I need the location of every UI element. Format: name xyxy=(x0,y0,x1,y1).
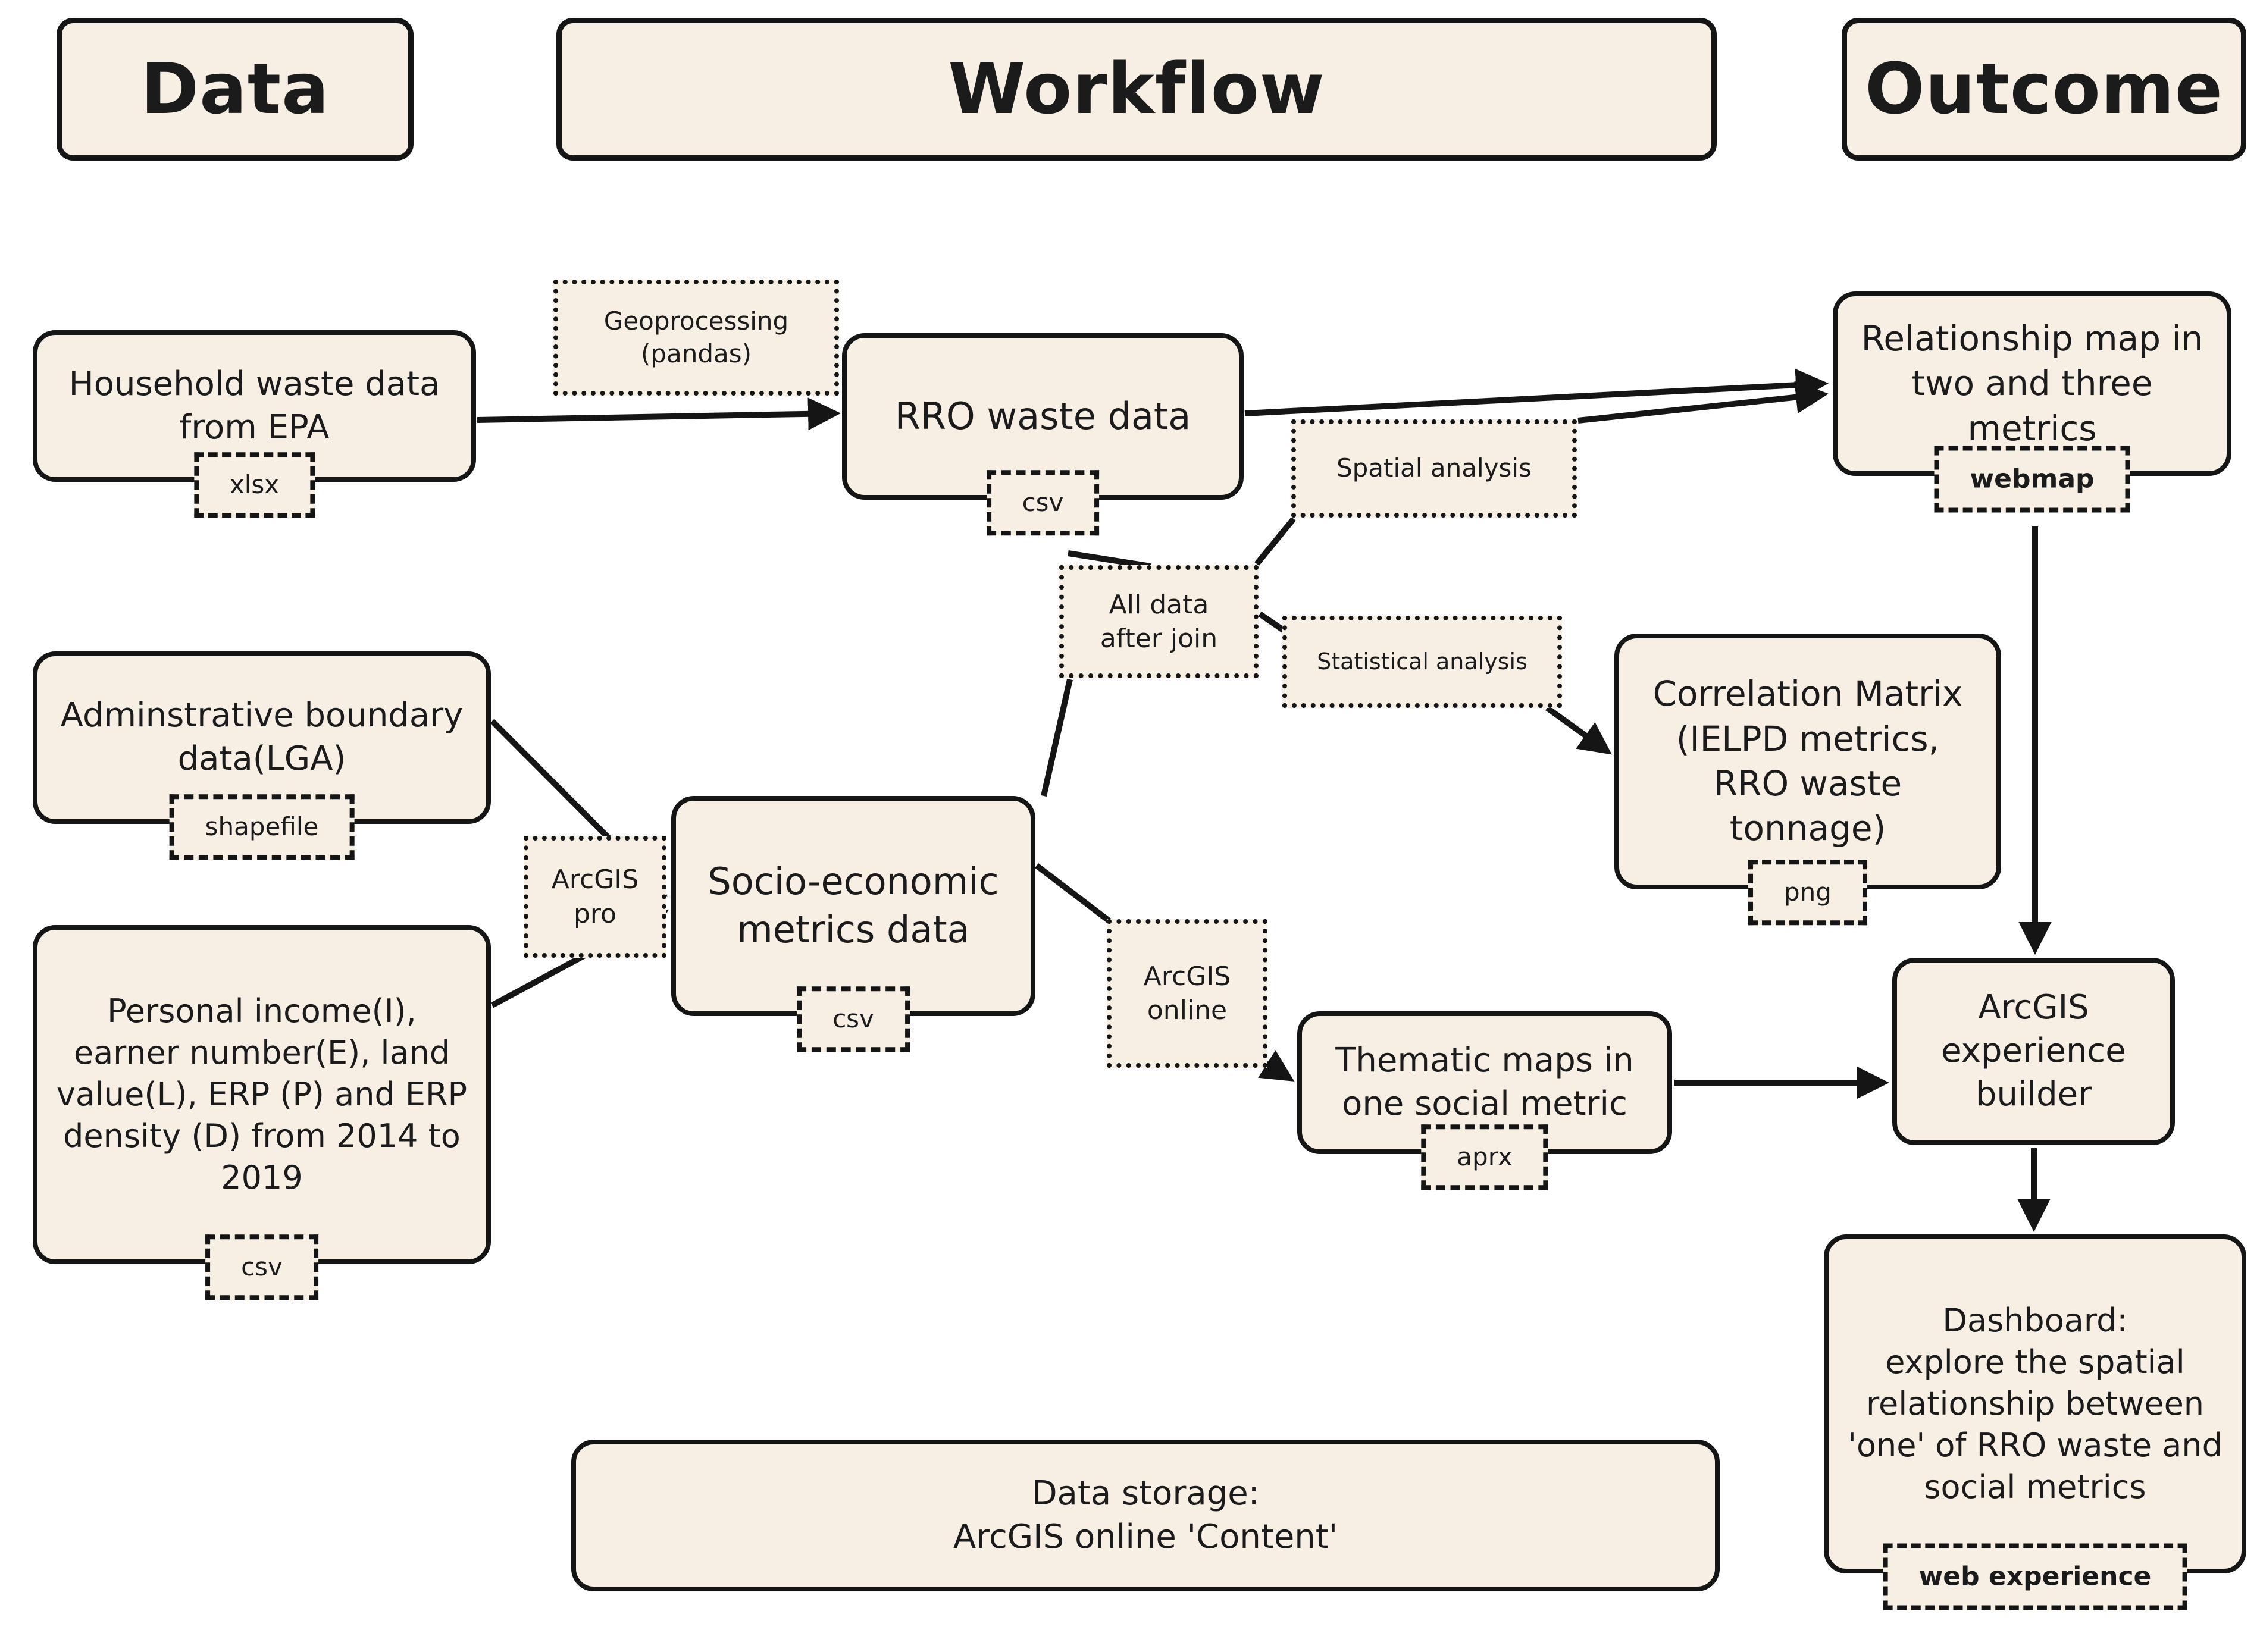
edge-all-data-to-socio-economic xyxy=(1041,678,1073,797)
node-relationship-map-label: Relationship map in two and three metric… xyxy=(1861,318,2203,449)
node-arcgis-experience-builder: ArcGIS experience builder xyxy=(1892,958,2175,1145)
process-all-data-after-join-label: All data after join xyxy=(1100,589,1218,654)
edge-household-to-rro xyxy=(477,397,841,431)
node-thematic-maps-label: Thematic maps in one social metric xyxy=(1335,1041,1634,1123)
process-arcgis-pro-label: ArcGIS pro xyxy=(551,864,639,929)
edge-statistical-analysis-to-correlation-matrix xyxy=(1545,705,1612,755)
node-dashboard: Dashboard: explore the spatial relations… xyxy=(1824,1234,2246,1610)
column-header-outcome: Outcome xyxy=(1842,18,2246,161)
file-tag-shapefile: shapefile xyxy=(169,794,355,860)
process-arcgis-pro: ArcGIS pro xyxy=(524,836,666,958)
node-socio-economic-metrics-data: Socio-economic metrics data csv xyxy=(671,796,1035,1052)
process-spatial-analysis: Spatial analysis xyxy=(1291,419,1577,518)
node-administrative-boundary-data-label: Adminstrative boundary data(LGA) xyxy=(60,696,464,778)
edge-rro-to-relationship-map xyxy=(1244,368,1829,416)
node-data-storage-label: Data storage: ArcGIS online 'Content' xyxy=(953,1474,1338,1556)
process-geoprocessing-pandas-label: Geoprocessing (pandas) xyxy=(603,306,789,368)
edge-rro-csv-to-all-data xyxy=(1068,550,1151,569)
column-header-workflow-label: Workflow xyxy=(948,48,1325,130)
process-all-data-after-join: All data after join xyxy=(1059,565,1259,678)
column-header-data-label: Data xyxy=(140,48,330,130)
column-header-outcome-label: Outcome xyxy=(1865,48,2223,130)
process-arcgis-online: ArcGIS online xyxy=(1107,919,1267,1068)
node-socio-economic-metrics-data-label: Socio-economic metrics data xyxy=(708,860,999,951)
process-statistical-analysis: Statistical analysis xyxy=(1282,616,1562,708)
edge-all-data-to-spatial-analysis xyxy=(1254,516,1296,566)
process-spatial-analysis-label: Spatial analysis xyxy=(1336,453,1532,483)
node-personal-income-metrics-label: Personal income(I), earner number(E), la… xyxy=(56,992,468,1197)
file-tag-aprx: aprx xyxy=(1421,1124,1548,1190)
file-tag-csv-personal: csv xyxy=(205,1234,318,1300)
file-tag-csv-socio: csv xyxy=(797,986,910,1052)
node-thematic-maps: Thematic maps in one social metric aprx xyxy=(1297,1011,1672,1190)
column-header-data: Data xyxy=(57,18,414,161)
node-relationship-map: Relationship map in two and three metric… xyxy=(1833,291,2231,513)
node-personal-income-metrics: Personal income(I), earner number(E), la… xyxy=(33,925,491,1300)
node-correlation-matrix-label: Correlation Matrix (IELPD metrics, RRO w… xyxy=(1652,673,1963,849)
process-arcgis-online-label: ArcGIS online xyxy=(1143,961,1231,1026)
node-data-storage: Data storage: ArcGIS online 'Content' xyxy=(571,1440,1720,1591)
edge-arcgis-online-to-thematic-maps xyxy=(1258,1050,1295,1082)
file-tag-csv-rro: csv xyxy=(986,470,1100,536)
node-correlation-matrix: Correlation Matrix (IELPD metrics, RRO w… xyxy=(1614,634,2001,926)
node-rro-waste-data: RRO waste data csv xyxy=(842,333,1244,536)
node-household-waste-data-label: Household waste data from EPA xyxy=(68,364,440,447)
node-rro-waste-data-label: RRO waste data xyxy=(894,394,1191,438)
process-statistical-analysis-label: Statistical analysis xyxy=(1317,648,1527,675)
edge-socio-economic-to-arcgis-online xyxy=(1034,863,1112,923)
file-tag-png: png xyxy=(1748,860,1867,926)
edge-all-data-to-statistical-analysis xyxy=(1258,611,1288,635)
edge-spatial-analysis-to-relationship-map xyxy=(1577,381,1829,424)
node-arcgis-experience-builder-label: ArcGIS experience builder xyxy=(1941,988,2126,1114)
file-tag-webmap: webmap xyxy=(1934,446,2130,513)
node-administrative-boundary-data: Adminstrative boundary data(LGA) shapefi… xyxy=(33,651,491,860)
file-tag-web-experience: web experience xyxy=(1883,1543,2187,1610)
process-geoprocessing-pandas: Geoprocessing (pandas) xyxy=(553,280,839,396)
file-tag-xlsx: xlsx xyxy=(193,452,315,518)
node-household-waste-data: Household waste data from EPA xlsx xyxy=(33,330,476,518)
node-dashboard-label: Dashboard: explore the spatial relations… xyxy=(1848,1301,2223,1506)
column-header-workflow: Workflow xyxy=(556,18,1717,161)
